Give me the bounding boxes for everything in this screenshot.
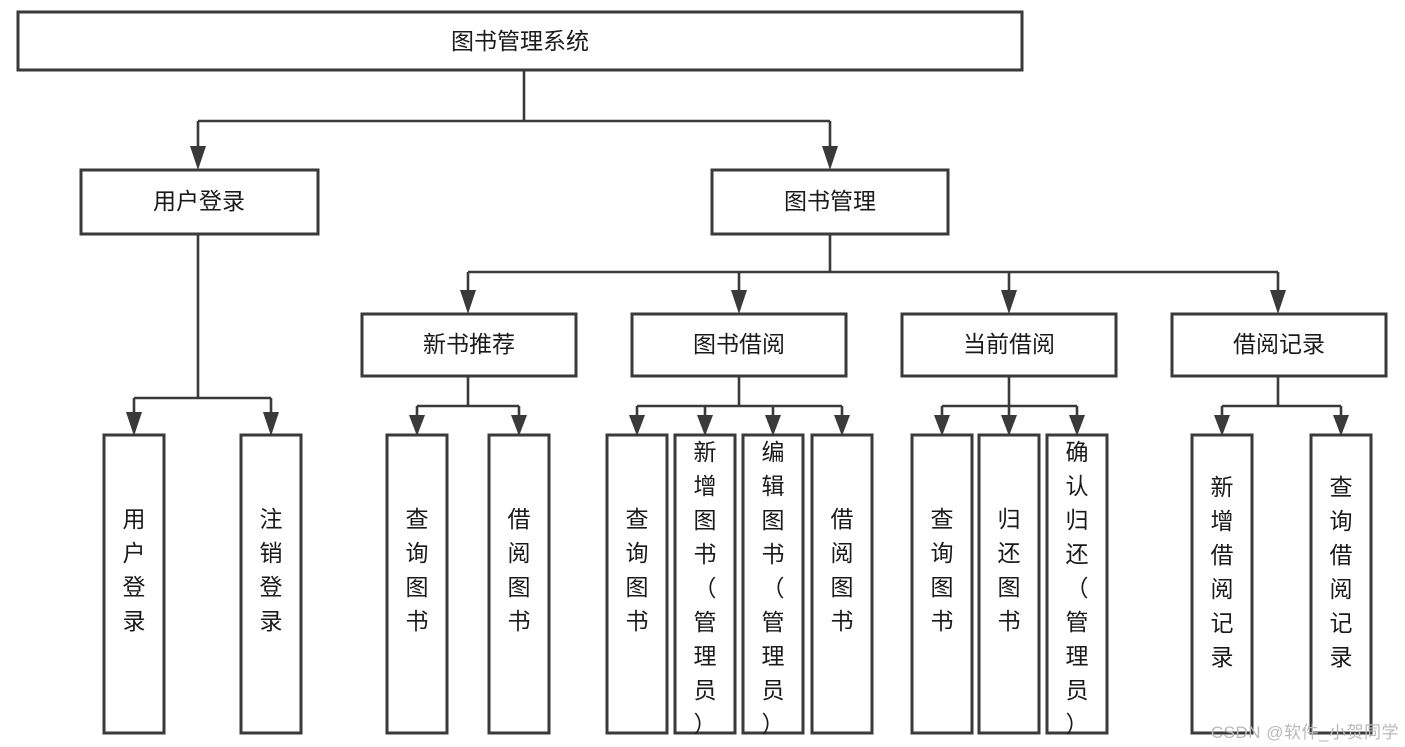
node-leaf-query-book-3-box[interactable] xyxy=(910,433,974,735)
arrow-bb-leaf2 xyxy=(697,415,713,436)
node-book-management[interactable]: 图书管理 xyxy=(710,168,950,236)
node-leaf-add-record-label: 新增借阅记录 xyxy=(1211,474,1234,670)
arrow-cb-leaf3 xyxy=(1069,415,1085,436)
arrow-ul-leaf2 xyxy=(263,412,279,436)
node-user-login-label: 用户登录 xyxy=(153,188,245,214)
node-leaf-logout-login-label: 注销登录 xyxy=(260,506,283,634)
node-borrow-record-label: 借阅记录 xyxy=(1233,331,1325,357)
node-root[interactable]: 图书管理系统 xyxy=(16,10,1024,72)
node-current-borrow[interactable]: 当前借阅 xyxy=(900,312,1118,378)
node-leaf-borrow-book-1-box[interactable] xyxy=(487,433,551,735)
node-leaf-query-book-2-label: 查询图书 xyxy=(626,506,649,634)
arrow-to-user-login xyxy=(190,146,206,170)
arrow-bb-leaf3 xyxy=(765,415,781,436)
node-leaf-user-login-label: 用户登录 xyxy=(123,506,146,634)
connector-group xyxy=(126,70,1349,436)
node-root-label: 图书管理系统 xyxy=(451,28,589,54)
node-leaf-confirm-return[interactable]: 确认归还（管理员） xyxy=(1045,433,1109,737)
node-leaf-edit-book-box[interactable] xyxy=(741,433,805,735)
watermark-text: CSDN @软件_小贺同学 xyxy=(1210,723,1399,742)
node-book-borrow-label: 图书借阅 xyxy=(693,331,785,357)
node-leaf-query-record[interactable]: 查询借阅记录 xyxy=(1309,433,1373,735)
node-leaf-logout-login[interactable]: 注销登录 xyxy=(239,433,303,735)
node-leaf-query-book-1[interactable]: 查询图书 xyxy=(385,433,449,735)
node-current-borrow-label: 当前借阅 xyxy=(963,331,1055,357)
node-user-login[interactable]: 用户登录 xyxy=(79,168,320,236)
node-borrow-record-box[interactable] xyxy=(1170,312,1388,378)
node-leaf-return-book-box[interactable] xyxy=(977,433,1041,735)
node-new-book-recommend[interactable]: 新书推荐 xyxy=(360,312,578,378)
arrow-to-new-book xyxy=(460,290,476,314)
arrow-ul-leaf1 xyxy=(126,412,142,436)
arrow-to-current-borrow xyxy=(1001,290,1017,314)
node-leaf-confirm-return-box[interactable] xyxy=(1045,433,1109,735)
node-leaf-return-book[interactable]: 归还图书 xyxy=(977,433,1041,735)
node-leaf-query-book-1-box[interactable] xyxy=(385,433,449,735)
node-leaf-edit-book[interactable]: 编辑图书（管理员） xyxy=(741,433,805,737)
node-leaf-query-book-1-label: 查询图书 xyxy=(406,506,429,634)
node-leaf-query-book-3[interactable]: 查询图书 xyxy=(910,433,974,735)
node-root-box[interactable] xyxy=(16,10,1024,72)
node-leaf-user-login-box[interactable] xyxy=(102,433,166,735)
node-leaf-add-record-box[interactable] xyxy=(1190,433,1254,735)
arrow-to-borrow-record xyxy=(1270,290,1286,314)
arrow-cb-leaf1 xyxy=(934,415,950,436)
node-book-management-label: 图书管理 xyxy=(784,188,876,214)
arrow-to-book-borrow xyxy=(731,290,747,314)
node-leaf-add-record[interactable]: 新增借阅记录 xyxy=(1190,433,1254,735)
node-leaf-borrow-book-1-label: 借阅图书 xyxy=(508,506,531,634)
node-book-borrow-box[interactable] xyxy=(630,312,848,378)
node-leaf-query-record-box[interactable] xyxy=(1309,433,1373,735)
node-leaf-add-book-box[interactable] xyxy=(673,433,737,735)
node-new-book-recommend-label: 新书推荐 xyxy=(423,331,515,357)
node-leaf-borrow-book-2-box[interactable] xyxy=(810,433,874,735)
node-leaf-return-book-label: 归还图书 xyxy=(998,506,1021,634)
arrow-bb-leaf1 xyxy=(629,415,645,436)
node-leaf-add-book-label: 新增图书（管理员） xyxy=(694,439,717,737)
arrow-br-leaf2 xyxy=(1333,415,1349,436)
node-leaf-add-book[interactable]: 新增图书（管理员） xyxy=(673,433,737,737)
node-leaf-user-login[interactable]: 用户登录 xyxy=(102,433,166,735)
node-borrow-record[interactable]: 借阅记录 xyxy=(1170,312,1388,378)
node-leaf-edit-book-label: 编辑图书（管理员） xyxy=(762,439,785,737)
node-leaf-confirm-return-label: 确认归还（管理员） xyxy=(1066,439,1089,737)
arrow-nb-leaf1 xyxy=(409,415,425,436)
node-current-borrow-box[interactable] xyxy=(900,312,1118,378)
node-leaf-borrow-book-2[interactable]: 借阅图书 xyxy=(810,433,874,735)
node-leaf-query-book-2[interactable]: 查询图书 xyxy=(605,433,669,735)
node-user-login-box[interactable] xyxy=(79,168,320,236)
node-leaf-query-book-3-label: 查询图书 xyxy=(931,506,954,634)
arrow-br-leaf1 xyxy=(1214,415,1230,436)
node-leaf-query-record-label: 查询借阅记录 xyxy=(1330,474,1353,670)
node-book-borrow[interactable]: 图书借阅 xyxy=(630,312,848,378)
node-leaf-borrow-book-1[interactable]: 借阅图书 xyxy=(487,433,551,735)
arrow-nb-leaf2 xyxy=(511,415,527,436)
arrow-to-book-management xyxy=(822,146,838,170)
arrow-bb-leaf4 xyxy=(834,415,850,436)
node-book-management-box[interactable] xyxy=(710,168,950,236)
node-leaf-borrow-book-2-label: 借阅图书 xyxy=(831,506,854,634)
node-leaf-logout-login-box[interactable] xyxy=(239,433,303,735)
node-leaf-query-book-2-box[interactable] xyxy=(605,433,669,735)
node-new-book-recommend-box[interactable] xyxy=(360,312,578,378)
arrow-cb-leaf2 xyxy=(1001,415,1017,436)
